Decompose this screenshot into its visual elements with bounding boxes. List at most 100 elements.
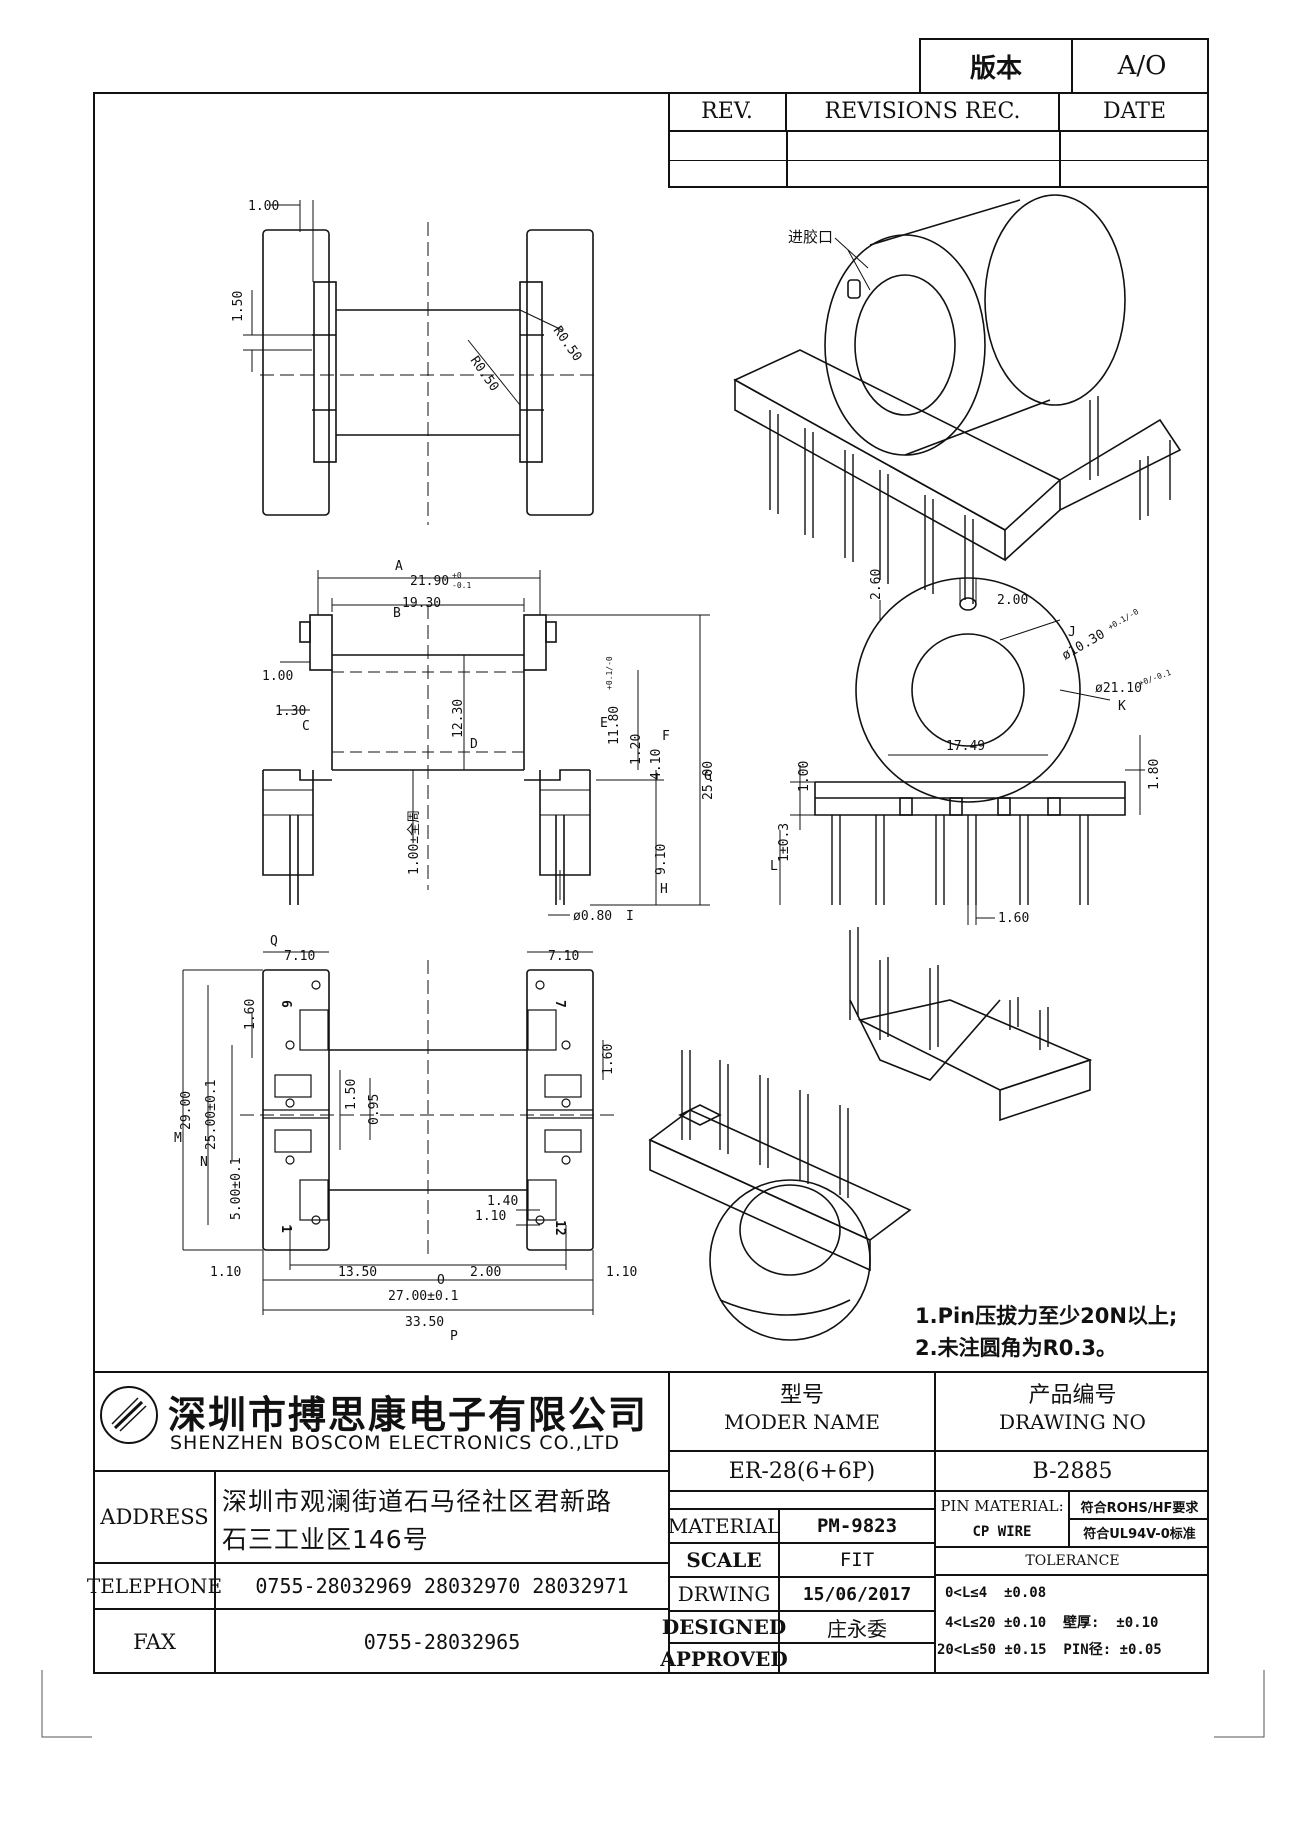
dim-top-r-left: R0.50 xyxy=(467,354,502,395)
dim-bottom-1-10a: 1.10 xyxy=(210,1265,241,1280)
rev-header: REV. xyxy=(669,92,787,132)
rohs-compliance: 符合ROHS/HF要求 xyxy=(1080,1500,1199,1516)
pin-label-1: 1 xyxy=(278,1225,293,1233)
dim-bottom-left-w: 7.10 xyxy=(284,949,315,964)
bottom-view-dims: Q 7.10 7.10 29.00 M 25.00±0.1 N 5.00±0.1… xyxy=(174,934,637,1344)
pin-label-6: 6 xyxy=(278,1000,293,1008)
dim-bottom-o-label: O xyxy=(437,1273,445,1288)
dim-front-l-label: L xyxy=(770,859,778,874)
front-view-dims: 2.60 2.00 J ø10.30 +0.1/-0 ø21.10 +0/-0.… xyxy=(770,569,1173,926)
top-view-dims: 1.00 1.50 R0.50 R0.50 xyxy=(231,199,584,394)
side-view xyxy=(262,570,710,916)
tolerance-row-2: 4<L≤20 ±0.10 壁厚: ±0.10 xyxy=(945,1615,1159,1631)
fax-value: 0755-28032965 xyxy=(363,1630,521,1654)
tolerance-label: TOLERANCE xyxy=(1025,1553,1120,1569)
dim-side-d-value: 12.30 xyxy=(451,699,466,738)
dim-top-1-00: 1.00 xyxy=(248,199,279,214)
dim-bottom-p6: 1.10 xyxy=(475,1209,506,1224)
dim-front-k-label: K xyxy=(1118,699,1126,714)
dim-side-c-value: 1.30 xyxy=(275,704,306,719)
dim-bottom-right-w: 7.10 xyxy=(548,949,579,964)
drawing-header-en: DRAWING NO xyxy=(999,1410,1146,1434)
dim-bottom-o-value: 27.00±0.1 xyxy=(388,1289,458,1304)
address-label: ADDRESS xyxy=(100,1505,209,1529)
dim-side-b-label: B xyxy=(393,606,401,621)
dim-bottom-m-label: M xyxy=(174,1131,182,1146)
designed-divider xyxy=(668,1642,936,1644)
technical-drawing: 1.00 1.50 R0.50 R0.50 A 21.90 +0 -0.1 B … xyxy=(174,194,1182,1344)
telephone-divider xyxy=(93,1608,670,1610)
company-divider xyxy=(93,1470,670,1472)
dim-side-c-label: C xyxy=(302,719,310,734)
dim-front-j-label: J xyxy=(1068,625,1076,640)
dim-front-j-tol: +0.1/-0 xyxy=(1107,607,1141,632)
iso-gate-label: 进胶口 xyxy=(788,228,833,246)
company-name-en: SHENZHEN BOSCOM ELECTRONICS CO.,LTD xyxy=(170,1432,621,1454)
drwing-value: 15/06/2017 xyxy=(802,1583,912,1605)
drawing-divider xyxy=(934,1450,1209,1452)
dim-side-g-value: 25.00 xyxy=(701,761,716,800)
dim-bottom-p5: 1.40 xyxy=(487,1194,518,1209)
rev-row-1 xyxy=(669,132,1209,161)
tolerance-row-1: 0<L≤4 ±0.08 xyxy=(945,1585,1047,1601)
dim-side-g-label: G xyxy=(704,769,712,784)
dim-bottom-p3: 0.95 xyxy=(367,1094,382,1125)
dim-bottom-p1: 1.60 xyxy=(243,999,258,1030)
pin-material-value: CP WIRE xyxy=(972,1524,1032,1540)
dim-top-1-50: 1.50 xyxy=(231,291,246,322)
dim-bottom-p-value: 33.50 xyxy=(405,1315,444,1330)
rev-col-divider-2 xyxy=(1059,132,1061,188)
iso-view-top xyxy=(733,194,1182,604)
side-view-dims: A 21.90 +0 -0.1 B 19.30 1.00 1.30 C 12.3… xyxy=(262,559,716,924)
revisions-table xyxy=(668,92,1209,188)
scale-value: FIT xyxy=(839,1549,875,1571)
title-block xyxy=(93,1371,1209,1674)
model-value-divider xyxy=(668,1490,936,1492)
pin-label-7: 7 xyxy=(552,1000,567,1008)
spec-vline xyxy=(778,1508,780,1674)
tb-vline-2 xyxy=(934,1371,936,1674)
company-name-cn: 深圳市搏思康电子有限公司 xyxy=(168,1392,649,1437)
pin-divider xyxy=(934,1546,1209,1548)
dim-side-a-tol-minus: -0.1 xyxy=(452,581,471,590)
dim-front-j-value: ø10.30 xyxy=(1060,627,1108,663)
version-value: A/O xyxy=(1117,51,1167,81)
top-view xyxy=(243,200,600,525)
dim-bottom-1-10b: 1.10 xyxy=(606,1265,637,1280)
company-logo xyxy=(100,1386,158,1444)
dim-front-2-00: 2.00 xyxy=(997,593,1028,608)
pin-label-12: 12 xyxy=(552,1220,567,1236)
dim-bottom-n-value: 25.00±0.1 xyxy=(204,1080,219,1150)
rev-col-divider-1 xyxy=(786,132,788,188)
dim-front-2-60: 2.60 xyxy=(869,569,884,600)
address-line-1: 深圳市观澜街道石马径社区君新路 xyxy=(222,1487,613,1516)
dim-front-17-49: 17.49 xyxy=(946,739,985,754)
note-1: 1.Pin压拔力至少20N以上; xyxy=(915,1304,1178,1328)
version-label: 版本 xyxy=(921,40,1073,92)
front-view xyxy=(779,577,1145,925)
dim-side-flange: 1.00 xyxy=(262,669,293,684)
fax-label: FAX xyxy=(133,1630,176,1654)
dim-front-k-value: ø21.10 xyxy=(1095,681,1142,696)
dim-side-a-tol-plus: +0 xyxy=(452,571,462,580)
dim-side-f-label: F xyxy=(662,729,670,744)
dim-side-1-20: 1.20 xyxy=(629,734,644,765)
telephone-value: 0755-28032969 28032970 28032971 xyxy=(255,1574,629,1598)
scale-divider xyxy=(668,1576,936,1578)
model-divider xyxy=(668,1450,936,1452)
version-box xyxy=(919,38,1209,92)
dim-front-k-tol: +0/-0.1 xyxy=(1138,668,1173,688)
scale-label: SCALE xyxy=(686,1548,762,1572)
dim-side-e-label: E xyxy=(600,716,608,731)
material-divider xyxy=(668,1542,936,1544)
drawing-value-divider xyxy=(934,1490,1209,1492)
dim-bottom-2-00: 2.00 xyxy=(470,1265,501,1280)
dim-side-i-label: I xyxy=(626,909,634,924)
dim-bottom-pitch: 5.00±0.1 xyxy=(229,1157,244,1220)
dim-top-r-right: R0.50 xyxy=(550,324,585,365)
iso-gate-leader xyxy=(834,237,869,269)
dim-bottom-n-label: N xyxy=(200,1155,208,1170)
address-divider xyxy=(93,1562,670,1564)
dim-side-h-label: H xyxy=(660,882,668,897)
